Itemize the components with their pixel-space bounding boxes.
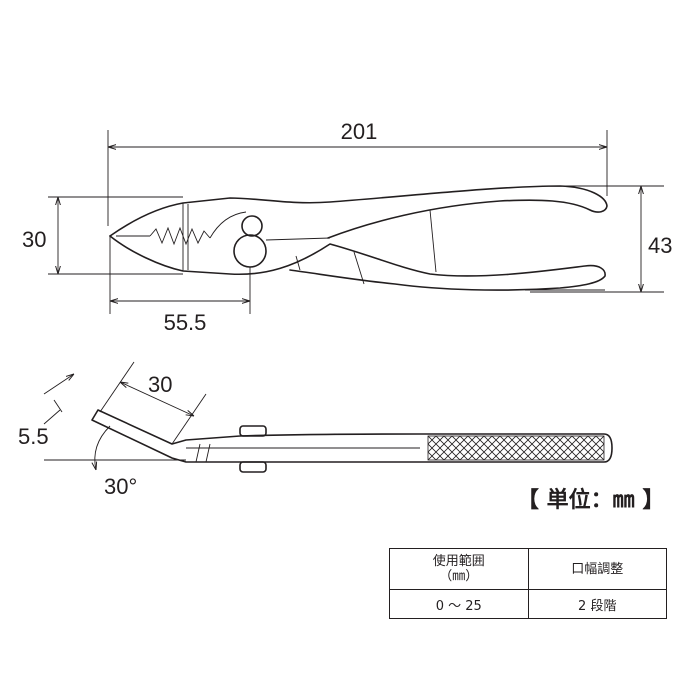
dim-overall-length-label: 201 — [341, 119, 378, 144]
pliers-side-view — [91, 409, 613, 473]
dim-jaw-length-label: 55.5 — [164, 310, 207, 335]
spec-value-range: 0 ～ 25 — [389, 589, 529, 619]
dim-handle-width — [530, 185, 664, 293]
dim-jaw-height — [48, 196, 183, 275]
spec-header-range: 使用範囲 （㎜） — [389, 548, 529, 590]
dim-overall-length — [107, 130, 608, 226]
spec-table: 使用範囲 （㎜） 口幅調整 0 ～ 25 2 段階 — [389, 548, 667, 619]
spec-header-row: 使用範囲 （㎜） 口幅調整 — [389, 548, 667, 590]
dim-jaw-length — [109, 236, 251, 314]
dim-bend-angle — [44, 425, 186, 470]
spec-header-range-line1: 使用範囲 — [432, 554, 485, 569]
dim-jaw-height-label: 30 — [22, 227, 46, 252]
dim-bend-length — [99, 361, 207, 445]
spec-header-range-line2: （㎜） — [439, 569, 479, 584]
spec-header-adjust-line1: 口幅調整 — [571, 561, 624, 577]
spec-value-row: 0 ～ 25 2 段階 — [389, 589, 667, 619]
spec-header-adjust: 口幅調整 — [527, 548, 667, 590]
unit-label: 【 単位：㎜ 】 — [517, 488, 665, 513]
spec-value-adjust: 2 段階 — [527, 589, 667, 619]
dim-bend-length-label: 30 — [148, 372, 172, 397]
dim-bend-angle-label: 30° — [104, 474, 137, 499]
dim-handle-width-label: 43 — [648, 233, 672, 258]
dim-bend-offset — [43, 374, 74, 425]
pliers-top-view — [109, 185, 608, 291]
dim-bend-offset-label: 5.5 — [18, 424, 49, 449]
